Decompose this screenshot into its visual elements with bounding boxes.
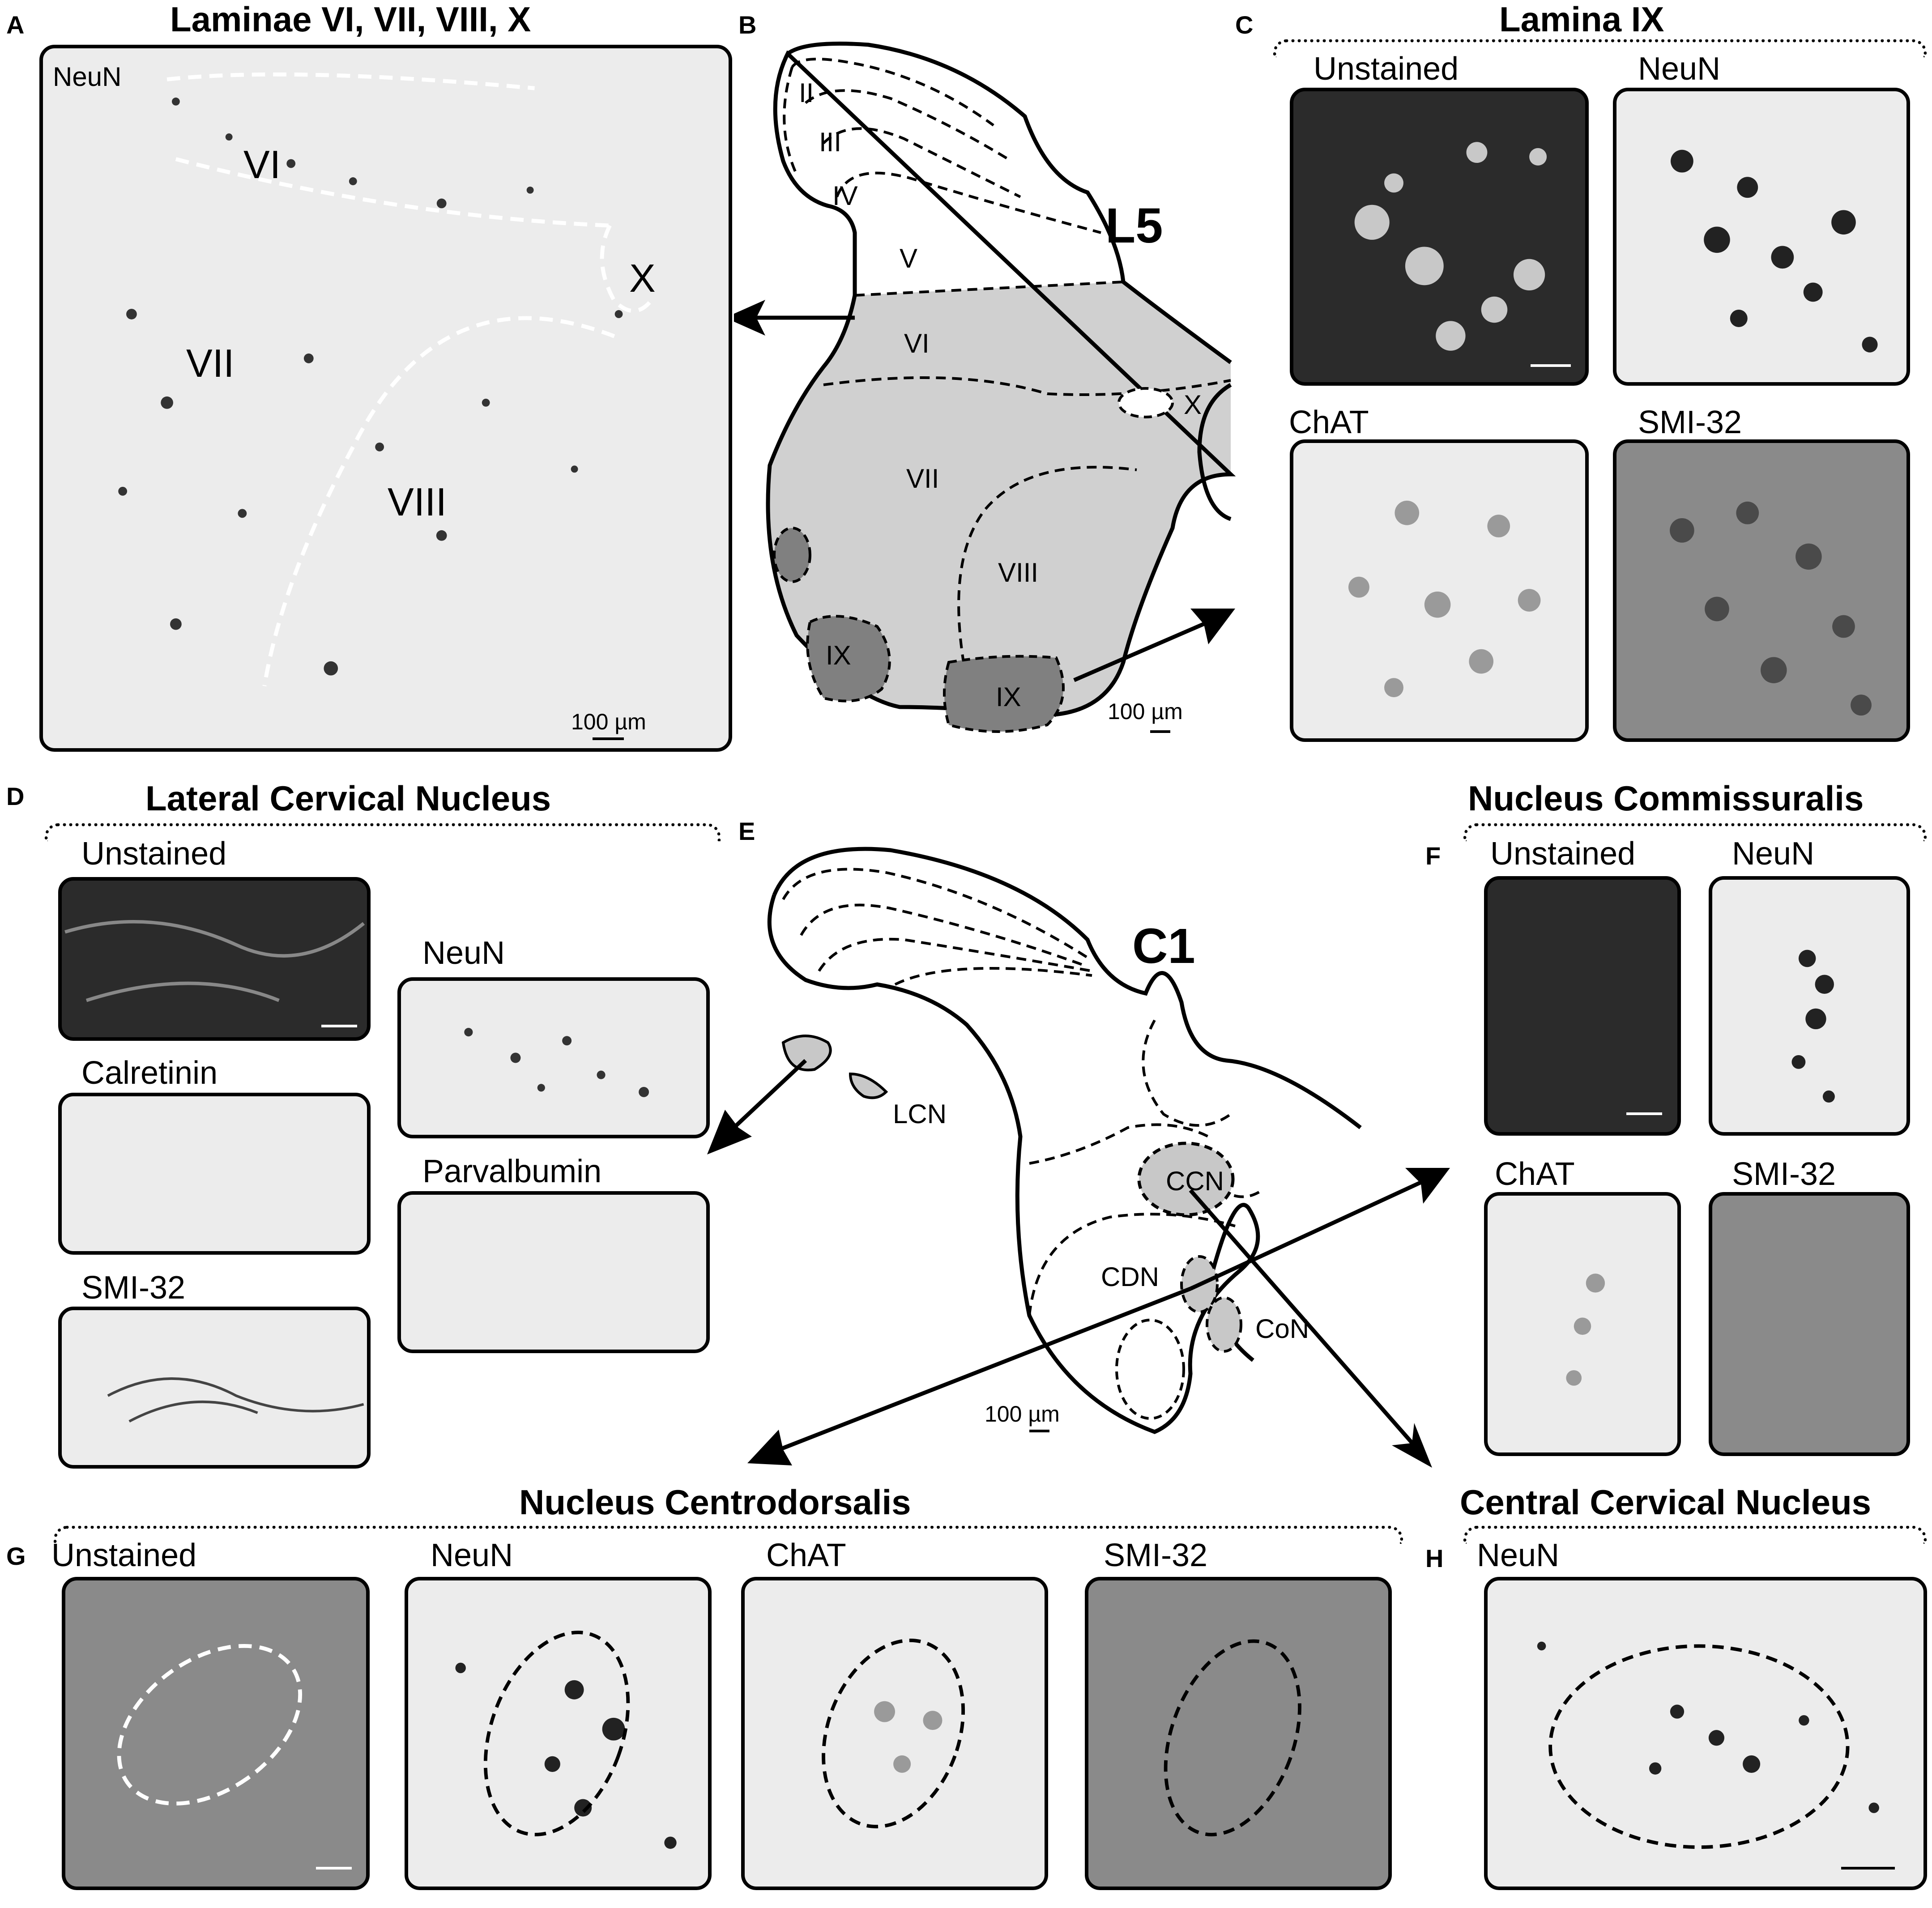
panel-f-bracket bbox=[1463, 823, 1927, 841]
panel-d-smi32-image bbox=[58, 1307, 371, 1469]
panel-d-stain-smi32: SMI-32 bbox=[81, 1270, 186, 1306]
panel-letter-a: A bbox=[6, 11, 25, 39]
panel-c-smi32-image bbox=[1613, 439, 1910, 742]
panel-f-stain-unstained: Unstained bbox=[1490, 836, 1636, 872]
panel-d-parvalbumin-image bbox=[397, 1191, 710, 1353]
panel-e-label-lcn: LCN bbox=[893, 1099, 947, 1129]
panel-b-lamina-viii: VIII bbox=[998, 558, 1039, 588]
panel-a-scale-bar bbox=[593, 737, 624, 740]
panel-b-level-label: L5 bbox=[1105, 198, 1163, 253]
panel-d-title: Lateral Cervical Nucleus bbox=[145, 779, 551, 818]
panel-a-stain-label: NeuN bbox=[53, 62, 122, 92]
panel-f-stain-smi32: SMI-32 bbox=[1732, 1156, 1836, 1192]
panel-c-chat-image bbox=[1290, 439, 1589, 742]
panel-e-label-ccn: CCN bbox=[1166, 1166, 1224, 1196]
panel-letter-e: E bbox=[738, 817, 755, 845]
panel-c-stain-neun: NeuN bbox=[1638, 51, 1721, 87]
panel-c-scale-bar bbox=[1531, 364, 1571, 367]
panel-g-unstained-image bbox=[62, 1577, 370, 1890]
panel-b-l5-schematic bbox=[734, 42, 1236, 733]
panel-e-label-cdn: CDN bbox=[1101, 1262, 1159, 1292]
panel-d-scale-bar bbox=[321, 1025, 357, 1027]
panel-g-stain-unstained: Unstained bbox=[51, 1537, 197, 1573]
panel-f-smi32-image bbox=[1709, 1192, 1910, 1456]
panel-letter-c: C bbox=[1235, 11, 1254, 39]
panel-g-chat-image bbox=[741, 1577, 1048, 1890]
panel-a-laminae-overlay bbox=[118, 72, 656, 687]
panel-d-stain-calretinin: Calretinin bbox=[81, 1055, 218, 1091]
panel-f-scale-bar bbox=[1626, 1112, 1662, 1115]
panel-f-chat-image bbox=[1484, 1192, 1681, 1456]
panel-g-scale-bar bbox=[316, 1867, 352, 1870]
panel-g-stain-smi32: SMI-32 bbox=[1104, 1537, 1208, 1573]
panel-letter-f: F bbox=[1425, 842, 1441, 870]
panel-f-title: Nucleus Commissuralis bbox=[1468, 779, 1864, 818]
panel-e-scale-label: 100 µm bbox=[985, 1401, 1060, 1427]
panel-b-lamina-vi: VI bbox=[904, 328, 930, 358]
panel-letter-h: H bbox=[1425, 1544, 1444, 1572]
panel-c-title: Lamina IX bbox=[1499, 0, 1664, 39]
panel-c-stain-unstained: Unstained bbox=[1314, 51, 1459, 87]
panel-letter-d: D bbox=[6, 782, 25, 810]
panel-g-title: Nucleus Centrodorsalis bbox=[519, 1482, 911, 1522]
panel-a-title: Laminae VI, VII, VIII, X bbox=[170, 0, 531, 39]
panel-d-stain-neun: NeuN bbox=[422, 935, 505, 971]
panel-a-scale-label: 100 µm bbox=[571, 709, 646, 734]
panel-a-label-x: X bbox=[629, 256, 656, 300]
panel-b-lamina-ix-left: IX bbox=[826, 640, 851, 670]
panel-c-stain-smi32: SMI-32 bbox=[1638, 405, 1742, 440]
panel-g-smi32-image bbox=[1085, 1577, 1392, 1890]
panel-g-bracket bbox=[54, 1526, 1403, 1544]
panel-d-neun-image bbox=[397, 977, 710, 1138]
panel-e-level-label: C1 bbox=[1132, 919, 1195, 974]
panel-a-label-vi: VI bbox=[243, 142, 281, 187]
panel-a-label-viii: VIII bbox=[388, 480, 447, 524]
panel-h-neun-image bbox=[1484, 1577, 1927, 1890]
panel-f-stain-neun: NeuN bbox=[1732, 836, 1815, 872]
panel-letter-g: G bbox=[6, 1542, 26, 1570]
panel-d-bracket bbox=[45, 823, 721, 841]
panel-b-lamina-v: V bbox=[900, 243, 918, 273]
panel-g-stain-chat: ChAT bbox=[766, 1537, 846, 1573]
panel-c-neun-image bbox=[1613, 88, 1910, 386]
panel-b-lamina-ii: II bbox=[799, 78, 814, 108]
panel-letter-b: B bbox=[738, 11, 757, 39]
panel-b-scale-bar bbox=[1150, 730, 1170, 733]
panel-h-scale-bar bbox=[1841, 1867, 1895, 1870]
panel-g-neun-image bbox=[405, 1577, 712, 1890]
panel-h-title: Central Cervical Nucleus bbox=[1460, 1482, 1872, 1522]
panel-c-unstained-image bbox=[1290, 88, 1589, 386]
panel-e-c1-schematic bbox=[707, 847, 1450, 1468]
panel-b-lamina-x: X bbox=[1184, 390, 1202, 420]
panel-a-micrograph: NeuN VI X VII VIII 100 µm bbox=[39, 45, 732, 752]
panel-e-scale-bar bbox=[1029, 1430, 1049, 1432]
panel-b-lamina-ix-right: IX bbox=[996, 682, 1021, 712]
panel-e-label-con: CoN bbox=[1255, 1314, 1309, 1344]
panel-h-stain-neun: NeuN bbox=[1477, 1537, 1560, 1573]
panel-d-unstained-image bbox=[58, 877, 371, 1041]
panel-d-stain-parvalbumin: Parvalbumin bbox=[422, 1154, 602, 1189]
panel-b-lamina-vii: VII bbox=[906, 464, 939, 494]
panel-h-bracket bbox=[1463, 1526, 1927, 1544]
panel-d-calretinin-image bbox=[58, 1093, 371, 1255]
panel-g-stain-neun: NeuN bbox=[431, 1537, 513, 1573]
panel-f-stain-chat: ChAT bbox=[1495, 1156, 1575, 1192]
panel-c-stain-chat: ChAT bbox=[1289, 405, 1369, 440]
panel-b-lamina-iv: IV bbox=[832, 181, 858, 211]
panel-f-unstained-image bbox=[1484, 876, 1681, 1136]
panel-d-stain-unstained: Unstained bbox=[81, 836, 227, 872]
panel-b-lamina-iii: III bbox=[819, 127, 842, 157]
panel-b-scale-label: 100 µm bbox=[1108, 699, 1183, 724]
panel-a-label-vii: VII bbox=[186, 341, 235, 385]
panel-c-bracket bbox=[1273, 39, 1927, 57]
panel-f-neun-image bbox=[1709, 876, 1910, 1136]
